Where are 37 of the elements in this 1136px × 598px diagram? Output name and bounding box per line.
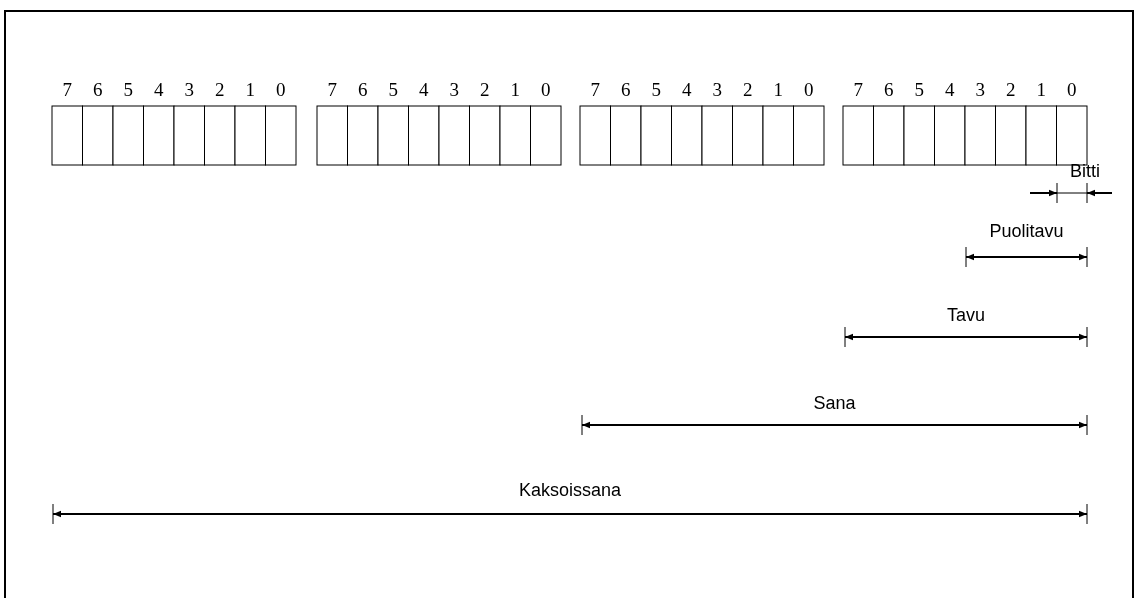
bit-number: 3 bbox=[448, 80, 460, 99]
dimension-label: Sana bbox=[813, 394, 856, 412]
dimension-label: Tavu bbox=[947, 306, 985, 324]
bit-number: 3 bbox=[711, 80, 723, 99]
bit-number: 3 bbox=[183, 80, 195, 99]
bit-number: 1 bbox=[1035, 80, 1047, 99]
bit-number: 7 bbox=[852, 80, 864, 99]
bit-number: 2 bbox=[1005, 80, 1017, 99]
bit-number: 6 bbox=[357, 80, 369, 99]
bit-number: 2 bbox=[479, 80, 491, 99]
bit-number: 5 bbox=[913, 80, 925, 99]
bit-number: 2 bbox=[742, 80, 754, 99]
bit-number: 7 bbox=[589, 80, 601, 99]
bit-number: 1 bbox=[509, 80, 521, 99]
bit-number: 4 bbox=[681, 80, 693, 99]
bit-number: 2 bbox=[214, 80, 226, 99]
bit-number: 4 bbox=[153, 80, 165, 99]
bit-number: 1 bbox=[244, 80, 256, 99]
bit-number: 4 bbox=[418, 80, 430, 99]
bit-number: 0 bbox=[540, 80, 552, 99]
bit-number: 5 bbox=[387, 80, 399, 99]
bit-number: 0 bbox=[275, 80, 287, 99]
bit-number: 6 bbox=[92, 80, 104, 99]
dimension-label: Kaksoissana bbox=[518, 481, 622, 499]
bit-number: 0 bbox=[1066, 80, 1078, 99]
bit-number: 4 bbox=[944, 80, 956, 99]
bit-number: 5 bbox=[650, 80, 662, 99]
bit-number: 3 bbox=[974, 80, 986, 99]
dimension-label: Bitti bbox=[1070, 162, 1100, 180]
bit-number: 6 bbox=[620, 80, 632, 99]
bit-number: 1 bbox=[772, 80, 784, 99]
bit-number: 7 bbox=[61, 80, 73, 99]
dimension-label: Puolitavu bbox=[989, 222, 1064, 240]
bit-number: 0 bbox=[803, 80, 815, 99]
bit-number: 7 bbox=[326, 80, 338, 99]
bit-number: 5 bbox=[122, 80, 134, 99]
bit-number: 6 bbox=[883, 80, 895, 99]
